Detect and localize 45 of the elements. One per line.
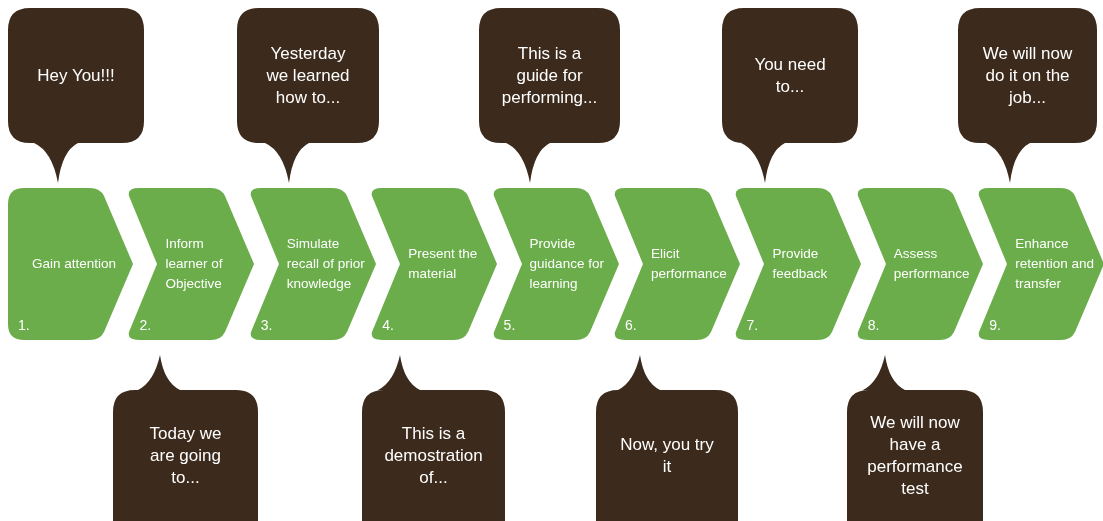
step-number: 7. [746, 316, 759, 334]
chevron-step [129, 188, 255, 340]
bubble-text: Hey You!!! [37, 64, 115, 87]
step-label: Simulate recall of prior knowledge [286, 235, 366, 293]
speech-bubble [237, 8, 379, 183]
bubble-text: This is a demostration of... [384, 422, 483, 489]
chevron-step [615, 188, 740, 340]
bubble-text: This is a guide for performing... [501, 42, 598, 109]
speech-bubble [596, 355, 738, 521]
bubble-text: Today we are going to... [148, 422, 223, 489]
bubble-text: Now, you try it [620, 433, 714, 478]
chevron-step [493, 188, 619, 340]
speech-bubble [847, 355, 983, 521]
chevron-step [372, 188, 498, 340]
speech-bubble [479, 8, 620, 183]
speech-bubble [722, 8, 858, 183]
bubble-text: You need to... [753, 53, 827, 98]
step-label: Elicit performance [651, 245, 728, 283]
step-number: 2. [139, 316, 152, 334]
step-label: Assess performance [893, 245, 971, 283]
chevron-step [736, 188, 862, 340]
speech-bubble [958, 8, 1097, 183]
step-number: 8. [867, 316, 880, 334]
speech-bubble [113, 355, 258, 521]
bubble-text: We will now do it on the job... [982, 42, 1073, 109]
step-label: Present the material [408, 245, 479, 283]
step-number: 6. [625, 316, 637, 334]
step-number: 3. [260, 316, 273, 334]
step-number: 4. [382, 316, 394, 334]
step-number: 9. [989, 316, 1001, 334]
bubble-text: We will now have a performance test [867, 411, 963, 500]
speech-bubble [8, 8, 144, 183]
step-label: Provide feedback [772, 245, 829, 283]
chevron-step [979, 188, 1103, 340]
step-label: Inform learner of Objective [165, 235, 224, 293]
speech-bubble [362, 355, 505, 521]
chevron-step [250, 188, 376, 340]
step-number: 5. [503, 316, 516, 334]
chevron-step [857, 188, 983, 340]
step-label: Provide guidance for learning [529, 235, 605, 293]
chevron-step [8, 188, 133, 340]
step-label: Enhance retention and transfer [1015, 235, 1095, 293]
step-label: Gain attention [32, 255, 117, 273]
bubble-text: Yesterday we learned how to... [265, 42, 351, 109]
step-number: 1. [18, 316, 30, 334]
